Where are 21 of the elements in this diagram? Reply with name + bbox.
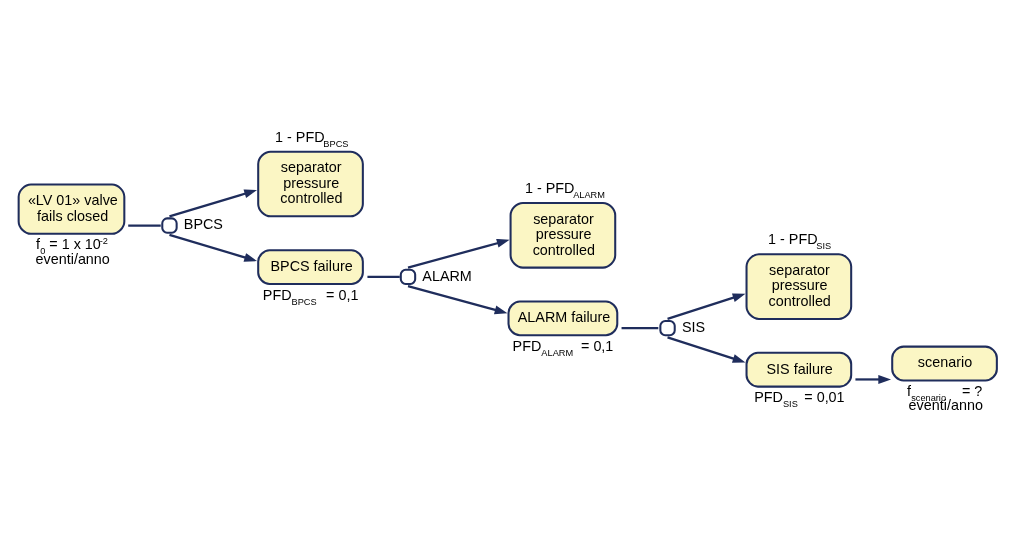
node-label: PFD$_{SIS}$ = 0,01 [753, 388, 845, 409]
node-label: BPCS [183, 215, 223, 232]
arrow [168, 233, 257, 262]
connector [621, 326, 658, 329]
node-label: PFD$_{ALARM}$ = 0,1 [512, 337, 613, 358]
arrow [854, 374, 891, 384]
arrow [666, 292, 745, 320]
node-label: PFD$_{BPCS}$ = 0,1 [262, 286, 358, 307]
connector [127, 223, 161, 227]
node-label: 1 - PFD$_{SIS}$ [767, 230, 831, 251]
node-label: ALARM [421, 267, 472, 284]
connector [366, 275, 400, 278]
node-label: 1 - PFD$_{ALARM}$ [524, 179, 605, 200]
node-label: SIS [681, 318, 705, 335]
node-label: f$_{0}$ = 1 x 10$^{-2}$ eventi/anno [35, 235, 110, 267]
arrow [666, 335, 745, 363]
arrow [407, 238, 510, 269]
node-label: f$_{scenario}$ = ? eventi/anno [906, 382, 983, 413]
node-label: 1 - PFD$_{BPCS}$ [274, 128, 348, 149]
arrow [407, 284, 507, 314]
arrow [168, 188, 257, 217]
